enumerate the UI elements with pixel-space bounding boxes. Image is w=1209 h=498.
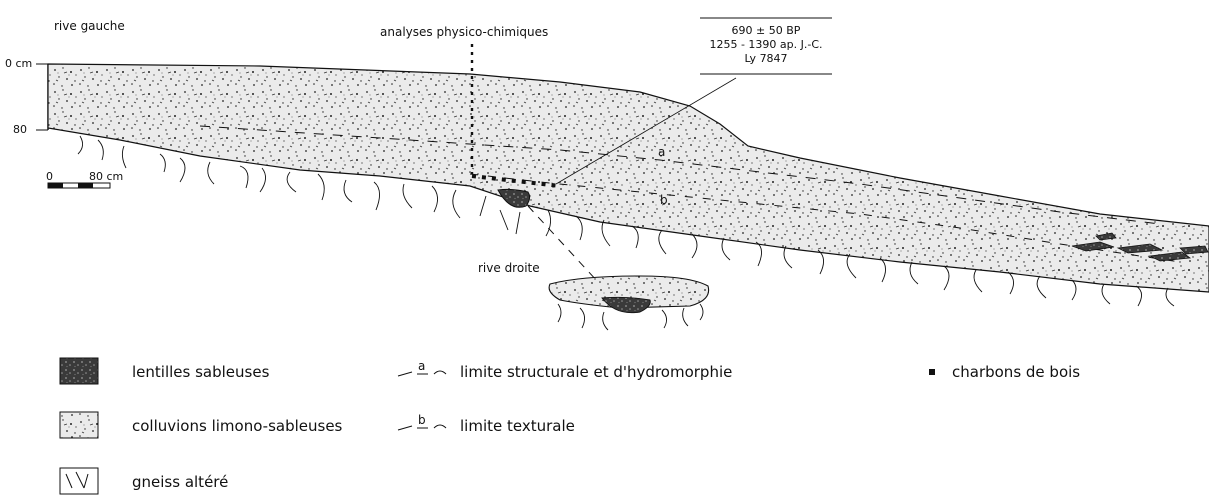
depth-bottom-label: 80	[13, 123, 27, 136]
sand-lens-main	[498, 189, 530, 207]
analyses-label: analyses physico-chimiques	[380, 25, 548, 39]
legend-structural-symbol: a	[418, 359, 425, 373]
scale-bar: 0 80 cm	[46, 170, 123, 188]
legend-sand-label: lentilles sableuses	[132, 363, 270, 381]
left-bank-label: rive gauche	[54, 19, 125, 33]
dating-line2: 1255 - 1390 ap. J.-C.	[709, 38, 822, 51]
legend-colluvium-swatch	[60, 412, 98, 438]
legend-gneiss-swatch	[60, 468, 98, 494]
depth-axis: 0 cm 80	[5, 57, 48, 136]
scale-end-label: 80 cm	[89, 170, 123, 183]
legend-textural-label: limite texturale	[460, 417, 575, 435]
legend-charcoal-label: charbons de bois	[952, 363, 1080, 381]
legend: lentilles sableuses colluvions limono-sa…	[60, 358, 1080, 494]
colluvium-main-body	[48, 64, 1209, 292]
limit-a-label: a	[658, 145, 665, 159]
dating-line1: 690 ± 50 BP	[732, 24, 801, 37]
legend-gneiss-label: gneiss altéré	[132, 473, 228, 491]
depth-top-label: 0 cm	[5, 57, 32, 70]
legend-colluvium-label: colluvions limono-sableuses	[132, 417, 343, 435]
limit-b-label: b	[660, 193, 668, 207]
right-bank-label: rive droite	[478, 261, 540, 275]
legend-sand-swatch	[60, 358, 98, 384]
dating-line3: Ly 7847	[744, 52, 787, 65]
legend-charcoal-marker	[929, 369, 935, 375]
legend-structural-label: limite structurale et d'hydromorphie	[460, 363, 732, 381]
legend-textural-symbol: b	[418, 413, 426, 427]
right-bank-sand-lens	[602, 297, 650, 312]
scale-zero-label: 0	[46, 170, 53, 183]
